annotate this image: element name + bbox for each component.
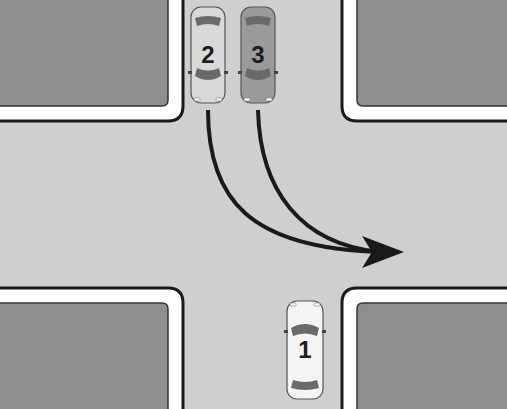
car: 1 — [284, 300, 326, 400]
sidewalk — [342, 0, 507, 121]
block — [357, 303, 507, 409]
sidewalk — [0, 0, 183, 121]
car: 3 — [238, 6, 278, 104]
block — [357, 0, 507, 106]
block — [0, 303, 168, 409]
turn-path — [208, 110, 380, 252]
turn-path — [258, 110, 380, 252]
arrow-head — [362, 236, 404, 268]
callout-number: 3 — [251, 43, 264, 67]
sidewalk — [342, 288, 507, 409]
sidewalk — [0, 288, 183, 409]
callout-number: 1 — [298, 338, 311, 362]
callout-number: 2 — [201, 43, 214, 67]
car: 2 — [188, 6, 228, 104]
block — [0, 0, 168, 106]
